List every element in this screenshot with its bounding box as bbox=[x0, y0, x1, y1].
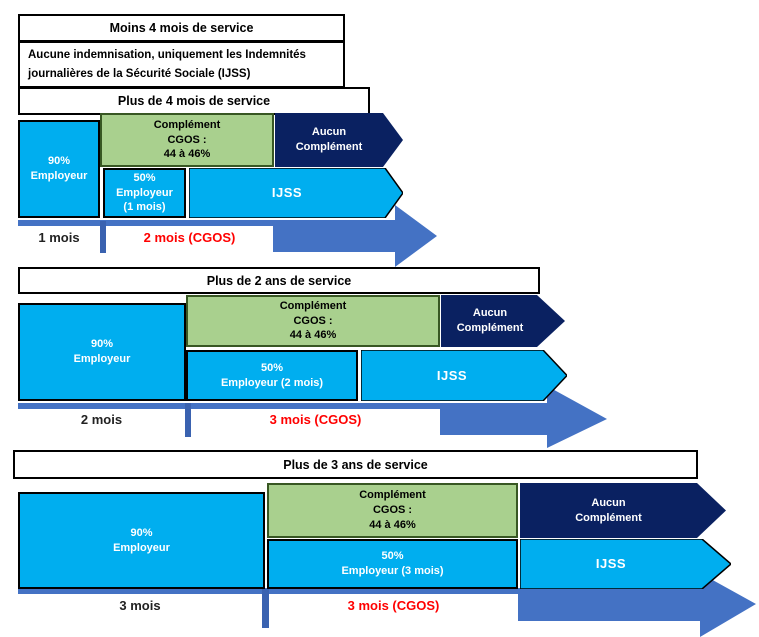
text-line: Employeur bbox=[116, 186, 173, 199]
text-line: Complément bbox=[279, 299, 347, 312]
text-line: Complément bbox=[456, 322, 524, 334]
ijss-arrow-2: IJSS bbox=[361, 350, 567, 401]
aucun-complement-arrow-3-shape bbox=[520, 483, 726, 538]
text-line: 90% bbox=[90, 338, 114, 351]
ijss-arrow-2-shape bbox=[361, 350, 567, 401]
header-plus-2-ans: Plus de 2 ans de service bbox=[18, 267, 540, 294]
timeline-tick-3 bbox=[262, 589, 269, 628]
text-line: CGOS : bbox=[167, 133, 207, 146]
text-line: CGOS : bbox=[293, 314, 333, 327]
header-plus-3-ans: Plus de 3 ans de service bbox=[13, 450, 698, 479]
text-line: Employeur (3 mois) bbox=[341, 565, 444, 577]
text-line: Complément bbox=[295, 141, 363, 153]
duration-label-red-1: 2 mois (CGOS) bbox=[143, 229, 236, 245]
complement-cgos-box-3: Complément CGOS : 44 à 46% bbox=[267, 483, 518, 538]
text-line: Employeur bbox=[113, 541, 170, 554]
text-line: Aucun bbox=[311, 126, 347, 139]
text-line: 44 à 46% bbox=[369, 518, 416, 531]
timeline-tick-2 bbox=[185, 403, 191, 437]
text-line: 50% bbox=[381, 550, 404, 563]
text-line: Employeur bbox=[73, 353, 131, 365]
duration-label-black-2: 2 mois bbox=[80, 411, 123, 427]
text-line: Aucun bbox=[472, 307, 508, 320]
text-line: Complément bbox=[153, 118, 221, 131]
ijss-label: IJSS bbox=[271, 185, 303, 201]
complement-cgos-box-1: Complément CGOS : 44 à 46% bbox=[100, 113, 274, 167]
timeline-arrow-1-shape bbox=[18, 205, 437, 267]
text-line: 90% bbox=[47, 155, 71, 168]
duration-label-black-3: 3 mois bbox=[119, 597, 161, 613]
ijss-arrow-1-shape bbox=[189, 168, 403, 218]
duration-label-red-2: 3 mois (CGOS) bbox=[269, 411, 362, 427]
text-line: Complément bbox=[575, 511, 642, 524]
timeline-arrow-2 bbox=[18, 385, 608, 449]
aucun-complement-arrow-1-shape bbox=[275, 113, 403, 167]
text-line: Employeur bbox=[30, 170, 88, 182]
employer-90-box-1: 90% Employeur bbox=[18, 120, 100, 218]
text-line: Complément bbox=[359, 489, 426, 502]
employer-90-box-3: 90% Employeur bbox=[18, 492, 265, 589]
timeline-arrow-1 bbox=[18, 205, 438, 267]
employer-50-box-3: 50% Employeur (3 mois) bbox=[267, 539, 518, 589]
aucun-complement-arrow-2: Aucun Complément bbox=[441, 295, 565, 347]
text-line: 90% bbox=[130, 526, 153, 539]
duration-label-red-3: 3 mois (CGOS) bbox=[347, 597, 440, 613]
ijss-label: IJSS bbox=[436, 367, 468, 383]
duration-label-black-1: 1 mois bbox=[38, 229, 80, 245]
timeline-arrow-2-shape bbox=[18, 386, 607, 448]
aucune-indemnisation-box: Aucune indemnisation, uniquement les Ind… bbox=[18, 41, 345, 88]
text-line: (1 mois) bbox=[123, 201, 166, 214]
employer-50-box-2: 50% Employeur (2 mois) bbox=[186, 350, 358, 401]
text-line: 50% bbox=[133, 171, 156, 184]
aucun-complement-arrow-1: Aucun Complément bbox=[275, 113, 403, 167]
text-line: 44 à 46% bbox=[163, 148, 211, 161]
employer-90-box-2: 90% Employeur bbox=[18, 303, 186, 401]
employer-50-box-1: 50% Employeur (1 mois) bbox=[103, 168, 186, 218]
ijss-arrow-3-shape bbox=[520, 539, 731, 589]
header-moins-4-mois: Moins 4 mois de service bbox=[18, 14, 345, 42]
aucun-complement-arrow-2-shape bbox=[441, 295, 565, 347]
ijss-label: IJSS bbox=[595, 556, 627, 572]
aucun-complement-arrow-3: Aucun Complément bbox=[520, 483, 726, 538]
ijss-arrow-3: IJSS bbox=[520, 539, 731, 589]
header-plus-4-mois: Plus de 4 mois de service bbox=[18, 87, 370, 115]
text-line: 44 à 46% bbox=[289, 329, 337, 342]
text-line: Employeur (2 mois) bbox=[220, 376, 324, 389]
text-line: 50% bbox=[260, 361, 284, 374]
text-line: CGOS : bbox=[372, 504, 413, 517]
timeline-tick-1 bbox=[100, 221, 106, 253]
text-line: Aucun bbox=[591, 496, 626, 509]
complement-cgos-box-2: Complément CGOS : 44 à 46% bbox=[186, 295, 440, 347]
ijss-arrow-1: IJSS bbox=[189, 168, 403, 218]
